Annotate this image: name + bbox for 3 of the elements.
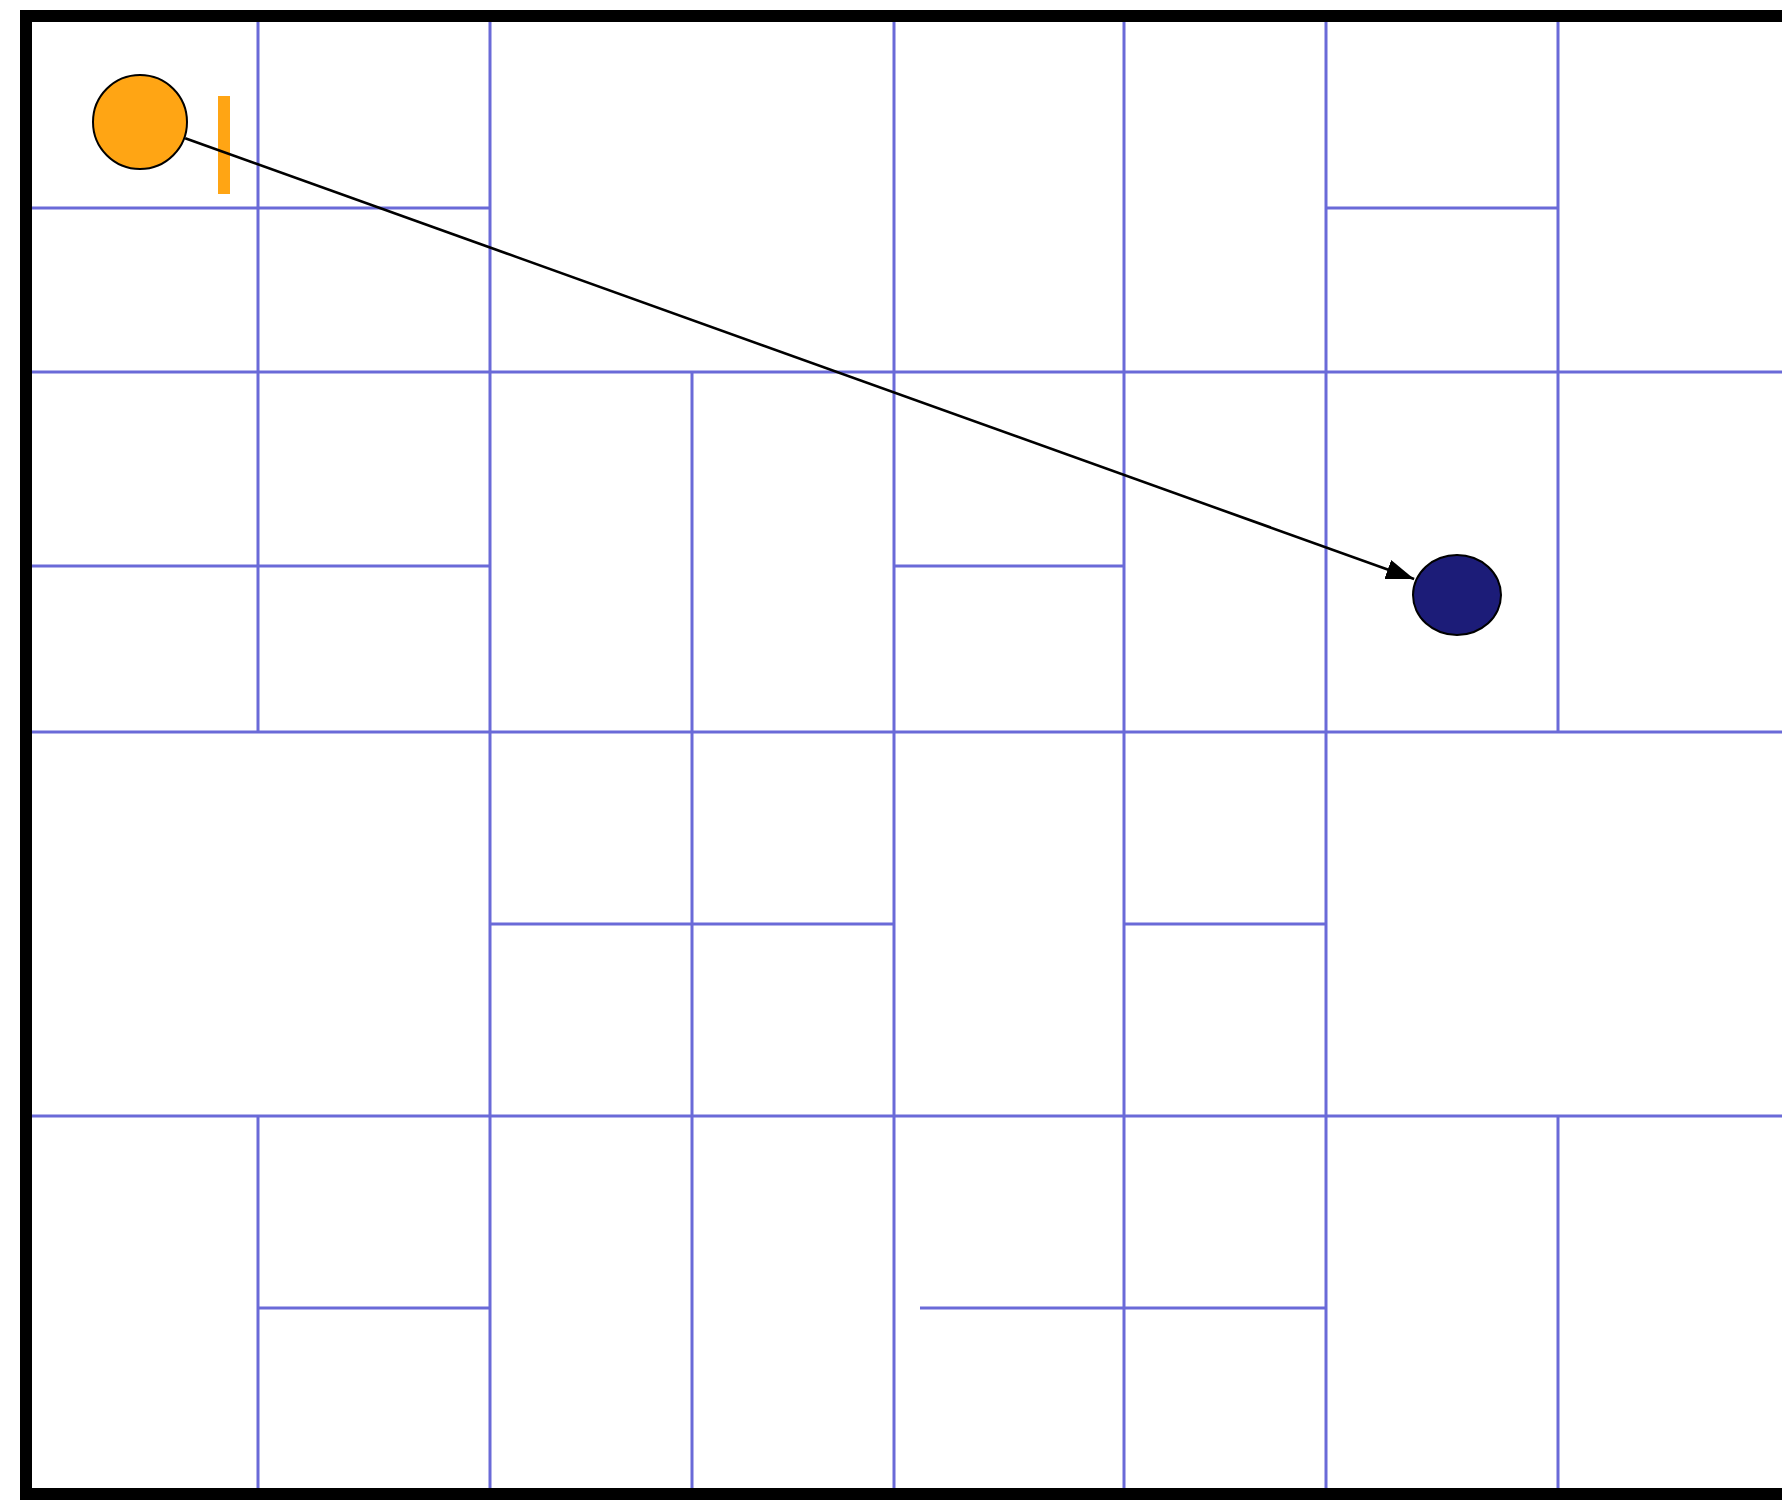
arrow	[184, 137, 1415, 581]
circle-node	[1411, 553, 1501, 635]
circle-node	[92, 74, 188, 170]
